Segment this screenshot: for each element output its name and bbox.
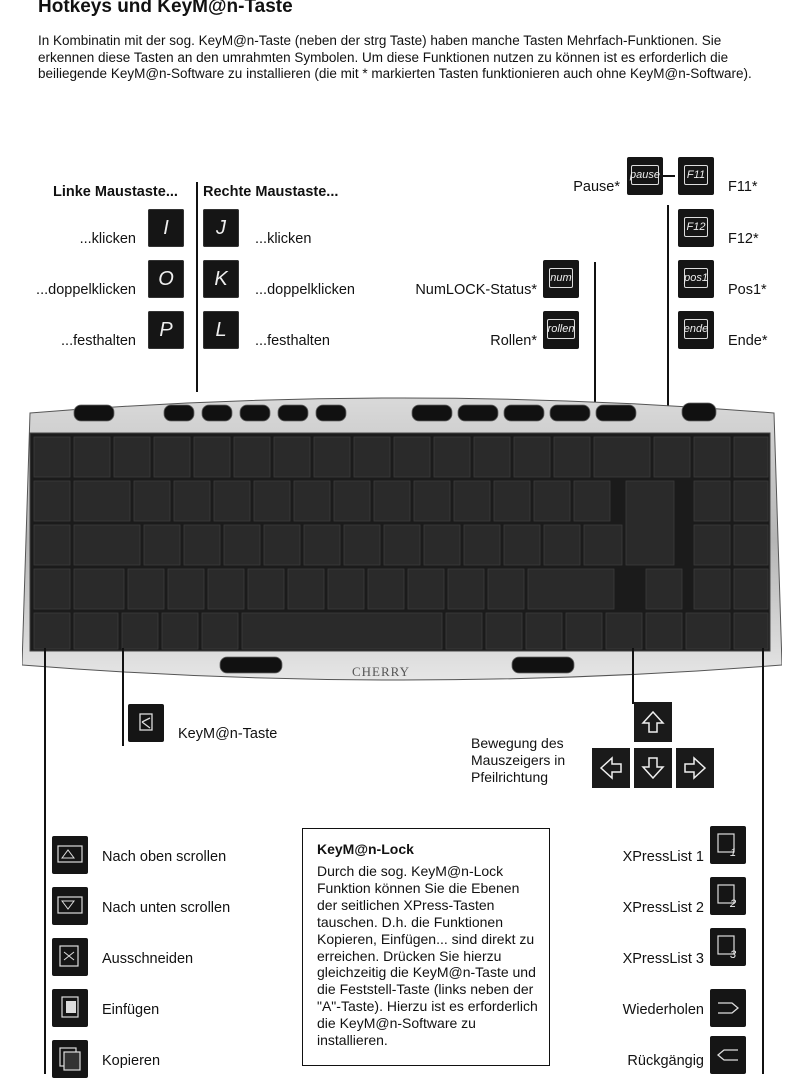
redo-icon [710,989,746,1027]
key-j: J [203,209,239,247]
left-hold-label: ...festhalten [61,333,136,349]
num-key-icon: num [543,260,579,298]
xpresslist-2-label: XPressList 2 [622,900,704,916]
keyman-lock-box: KeyM@n-Lock Durch die sog. KeyM@n-Lock F… [302,828,550,1066]
key-o: O [148,260,184,298]
right-hold-label: ...festhalten [255,333,330,349]
key-l: L [203,311,239,349]
brand-logo: CHERRY [352,664,411,679]
arrow-down-icon [634,748,672,788]
scroll-down-label: Nach unten scrollen [102,900,231,916]
ende-label: Ende* [728,333,768,349]
key-k: K [203,260,239,298]
xpresslist-3-icon: 3 [710,928,746,966]
f12-label: F12* [728,231,759,247]
xpresslist-3-label: XPressList 3 [622,951,704,967]
arrow-right-icon [676,748,714,788]
numlock-label: NumLOCK-Status* [415,282,537,298]
scroll-down-icon [52,887,88,925]
lock-title: KeyM@n-Lock [317,841,414,857]
xpresslist-1-label: XPressList 1 [622,849,704,865]
left-click-label: ...klicken [79,231,136,247]
keyman-key-icon [128,704,164,742]
paste-icon [52,989,88,1027]
xpresslist-1-icon: 1 [710,826,746,864]
f11-label: F11* [728,179,758,195]
undo-label: Rückgängig [627,1053,704,1069]
right-doubleclick-label: ...doppelklicken [255,282,355,298]
key-i: I [148,209,184,247]
right-click-label: ...klicken [255,231,312,247]
f11-key-icon: F11 [678,157,714,195]
left-doubleclick-label: ...doppelklicken [36,282,136,298]
rollen-key-icon: rollen [543,311,579,349]
pos1-key-icon: pos1 [678,260,714,298]
scroll-up-icon [52,836,88,874]
intro-text: In Kombinatin mit der sog. KeyM@n-Taste … [38,33,752,81]
cut-icon [52,938,88,976]
keyman-label: KeyM@n-Taste [178,726,278,742]
lock-body: Durch die sog. KeyM@n-Lock Funktion könn… [317,863,538,1049]
copy-icon [52,1040,88,1078]
mouse-move-label: Bewegung des Mauszeigers in Pfeilrichtun… [471,735,566,785]
keyboard-illustration [22,397,782,681]
xpresslist-2-icon: 2 [710,877,746,915]
undo-icon [710,1036,746,1074]
scroll-up-label: Nach oben scrollen [102,849,227,865]
rollen-label: Rollen* [490,333,537,349]
svg-text:3: 3 [730,949,737,961]
pause-key-icon: pause [627,157,663,195]
arrow-up-icon [634,702,672,742]
f12-key-icon: F12 [678,209,714,247]
left-mouse-heading: Linke Maustaste... [53,184,178,200]
page-title: Hotkeys und KeyM@n-Taste [38,0,293,17]
pos1-label: Pos1* [728,282,767,298]
arrow-left-icon [592,748,630,788]
svg-text:2: 2 [729,898,736,910]
redo-label: Wiederholen [622,1002,704,1018]
cut-label: Ausschneiden [102,951,194,967]
ende-key-icon: ende [678,311,714,349]
copy-label: Kopieren [102,1053,161,1069]
svg-text:1: 1 [730,847,736,859]
key-p: P [148,311,184,349]
right-mouse-heading: Rechte Maustaste... [203,184,339,200]
pause-label: Pause* [573,179,620,195]
paste-label: Einfügen [102,1002,160,1018]
